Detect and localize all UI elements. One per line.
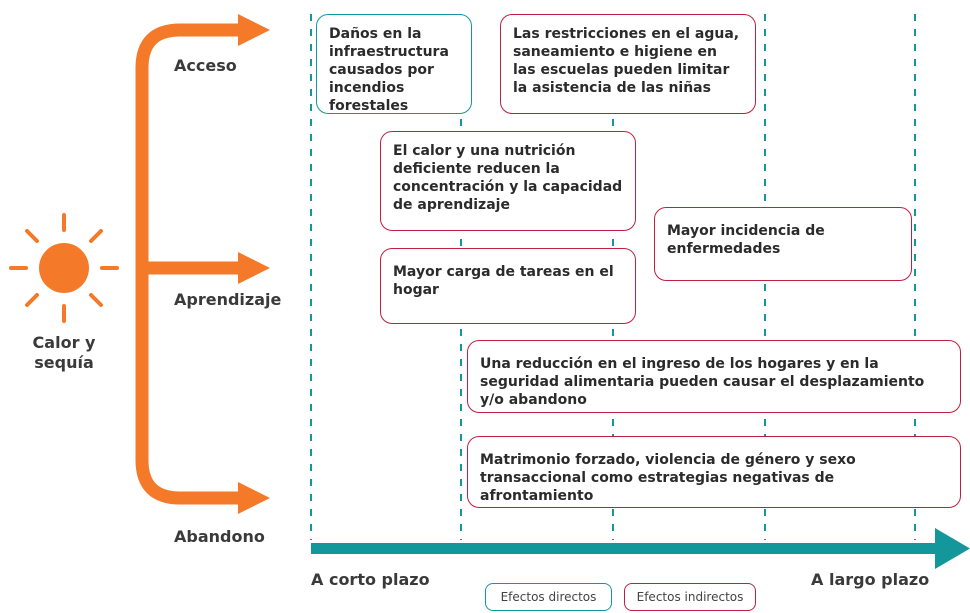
sun-icon [9, 213, 119, 323]
effect-wash-restrictions: Las restricciones en el agua, saneamient… [500, 14, 756, 114]
timeline-short-term-label: A corto plazo [311, 570, 430, 589]
arrowhead-learning [238, 252, 270, 284]
effect-infrastructure-damage: Daños en la infraestructura causados por… [316, 14, 472, 114]
pathway-branches [135, 23, 240, 505]
timeline-long-term-label: A largo plazo [811, 570, 930, 589]
pathway-label-dropout: Abandono [174, 527, 265, 546]
effect-income-reduction: Una reducción en el ingreso de los hogar… [467, 340, 961, 413]
pathway-label-learning: Aprendizaje [174, 290, 282, 309]
pathway-arrowheads [238, 14, 270, 514]
effect-household-chores: Mayor carga de tareas en el hogar [380, 248, 636, 324]
timeline-arrow [311, 528, 970, 569]
effect-heat-nutrition: El calor y una nutrición deficiente redu… [380, 131, 636, 231]
arrowhead-access [238, 14, 270, 46]
pathway-label-access: Acceso [174, 56, 237, 75]
effect-forced-marriage: Matrimonio forzado, violencia de género … [467, 436, 961, 508]
effect-disease-incidence: Mayor incidencia de enfermedades [654, 207, 912, 281]
legend-indirect-effects: Efectos indirectos [624, 583, 756, 611]
legend-direct-effects: Efectos directos [485, 583, 612, 611]
arrowhead-dropout [238, 482, 270, 514]
source-label: Calor y sequía [32, 333, 96, 372]
